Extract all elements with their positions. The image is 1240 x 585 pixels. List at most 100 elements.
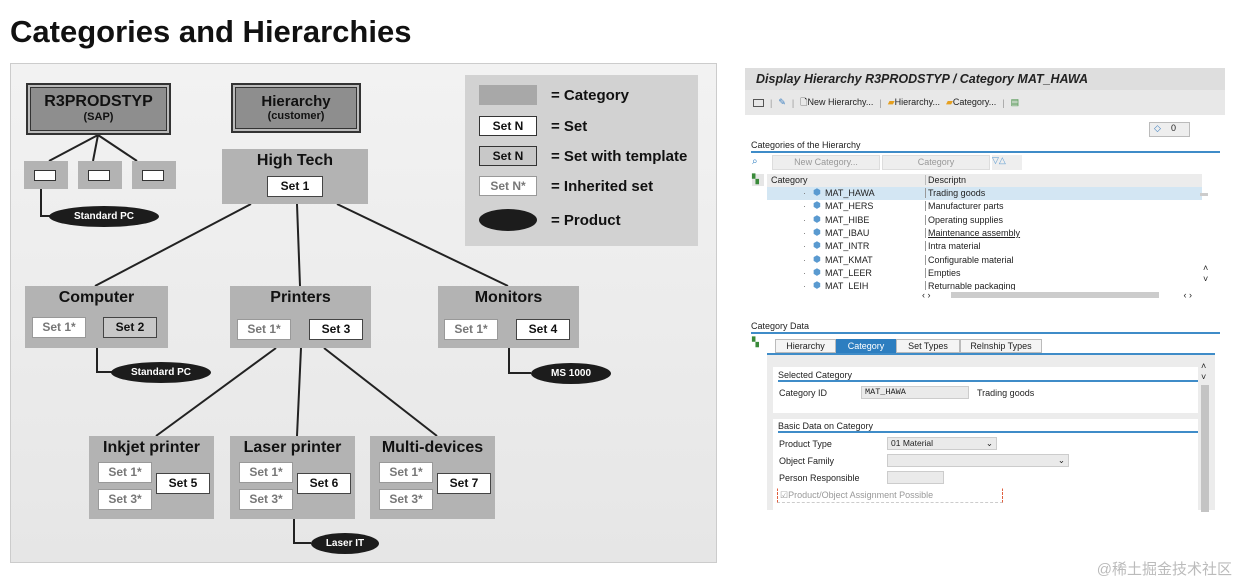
basic-data-group: Basic Data on Category Product Type 01 M… xyxy=(773,419,1198,512)
message-counter[interactable]: ◇ 0 xyxy=(1149,122,1190,137)
category-id: MAT_LEIH xyxy=(825,281,869,290)
assignment-checkbox[interactable]: ☑Product/Object Assignment Possible xyxy=(777,488,1003,503)
tab-set-types[interactable]: Set Types xyxy=(896,339,960,353)
set-1-inherited: Set 1* xyxy=(32,317,86,338)
legend-label: = Category xyxy=(551,86,629,104)
category-desc: Intra material xyxy=(925,241,981,252)
legend: = Category Set N= Set Set N= Set with te… xyxy=(465,75,698,246)
category-id: MAT_HERS xyxy=(825,201,874,212)
find-icon[interactable]: ⌕ xyxy=(752,156,758,167)
legend-label: = Set with template xyxy=(551,147,688,165)
sap-window: Display Hierarchy R3PRODSTYP / Category … xyxy=(745,68,1225,512)
set-3-inherited: Set 3* xyxy=(379,489,433,510)
set-1-inherited: Set 1* xyxy=(379,462,433,483)
set-3-inherited: Set 3* xyxy=(239,489,293,510)
category-button[interactable]: ▰Category... xyxy=(945,97,997,107)
sap-root-sub: (SAP) xyxy=(83,111,114,123)
category-laser-printer: Laser printer Set 1* Set 3* Set 6 xyxy=(230,436,355,519)
category-id: MAT_IBAU xyxy=(825,227,870,238)
scroll-arrows[interactable]: ˄˅ xyxy=(1203,263,1209,284)
checkbox-label: Product/Object Assignment Possible xyxy=(788,490,934,500)
legend-label: = Set xyxy=(551,117,588,135)
legend-product-swatch xyxy=(479,209,537,231)
object-family-select[interactable]: ⌄ xyxy=(887,454,1069,467)
diamond-icon: ◇ xyxy=(1154,123,1161,133)
new-category-button[interactable]: New Category... xyxy=(772,155,880,170)
product-ms-1000: MS 1000 xyxy=(531,363,611,384)
set-3-inherited: Set 3* xyxy=(98,489,152,510)
tree-icon[interactable]: ▚ xyxy=(752,337,759,347)
page-title: Categories and Hierarchies xyxy=(10,14,412,49)
set-3: Set 3 xyxy=(309,319,363,340)
object-family-label: Object Family xyxy=(779,456,835,466)
category-desc: Trading goods xyxy=(925,188,985,198)
legend-inherited-swatch: Set N* xyxy=(479,176,537,196)
category-inkjet-printer: Inkjet printer Set 1* Set 3* Set 5 xyxy=(89,436,214,519)
category-icon: ⬢ xyxy=(813,213,821,224)
sap-category xyxy=(78,161,122,189)
column-category[interactable]: Category xyxy=(771,175,808,185)
category-title: Monitors xyxy=(474,289,543,306)
category-multi-devices: Multi-devices Set 1* Set 3* Set 7 xyxy=(370,436,495,519)
horizontal-scrollbar[interactable]: ‹ ›‹ › xyxy=(922,290,1192,300)
category-data-header: Category Data xyxy=(751,321,1220,334)
tree-icon[interactable]: ▚ xyxy=(752,174,764,186)
category-icon: ⬢ xyxy=(813,200,821,211)
product-type-select[interactable]: 01 Material⌄ xyxy=(887,437,997,450)
set-1-inherited: Set 1* xyxy=(444,319,498,340)
set-5: Set 5 xyxy=(156,473,210,494)
product-standard-pc: Standard PC xyxy=(111,362,211,383)
panel-scrollbar[interactable] xyxy=(1201,385,1209,512)
category-title: Inkjet printer xyxy=(103,439,200,456)
legend-label: = Product xyxy=(551,211,621,229)
person-responsible-label: Person Responsible xyxy=(779,473,860,483)
expand-collapse-icon[interactable]: ▽△ xyxy=(992,155,1022,170)
column-description[interactable]: Descriptn xyxy=(925,175,966,185)
category-id: MAT_LEER xyxy=(825,267,872,278)
category-description: Trading goods xyxy=(977,388,1035,398)
category-icon: ⬢ xyxy=(813,240,821,251)
new-hierarchy-button[interactable]: 🗋New Hierarchy... xyxy=(800,96,874,107)
counter-value: 0 xyxy=(1170,123,1176,133)
transport-icon[interactable]: ▤ xyxy=(1010,97,1020,107)
category-monitors: Monitors Set 1* Set 4 xyxy=(438,286,579,348)
vertical-scrollbar[interactable] xyxy=(1200,193,1208,196)
tab-category[interactable]: Category xyxy=(836,339,896,353)
customer-root-sub: (customer) xyxy=(267,110,325,122)
tab-hierarchy[interactable]: Hierarchy xyxy=(775,339,836,353)
category-icon: ⬢ xyxy=(813,253,821,264)
tab-relationship-types[interactable]: Relnship Types xyxy=(960,339,1042,353)
hierarchy-button[interactable]: ▰Hierarchy... xyxy=(887,97,940,107)
panel-scroll-arrows[interactable]: ˄˅ xyxy=(1201,361,1207,382)
set-4: Set 4 xyxy=(516,319,570,340)
category-id-field[interactable]: MAT_HAWA xyxy=(861,386,969,399)
category-title: High Tech xyxy=(256,152,334,169)
group-heading: Basic Data on Category xyxy=(778,421,1198,433)
category-id: MAT_INTR xyxy=(825,241,870,252)
set-1-inherited: Set 1* xyxy=(98,462,152,483)
category-id: MAT_HAWA xyxy=(825,188,875,198)
legend-template-swatch: Set N xyxy=(479,146,537,166)
connector-lines xyxy=(40,134,531,544)
category-icon: ⬢ xyxy=(813,187,821,197)
category-desc: Manufacturer parts xyxy=(925,201,1004,212)
product-laser-it: Laser IT xyxy=(311,533,379,554)
display-change-icon[interactable]: ✎ xyxy=(778,97,786,107)
product-type-label: Product Type xyxy=(779,439,832,449)
set-7: Set 7 xyxy=(437,473,491,494)
layout-icon[interactable] xyxy=(753,98,764,107)
sap-category xyxy=(24,161,68,189)
delete-category-button[interactable]: Category xyxy=(882,155,990,170)
person-responsible-field[interactable] xyxy=(887,471,944,484)
customer-root-node: Hierarchy (customer) xyxy=(231,83,361,133)
set-1-inherited: Set 1* xyxy=(239,462,293,483)
category-title: Multi-devices xyxy=(381,439,484,456)
